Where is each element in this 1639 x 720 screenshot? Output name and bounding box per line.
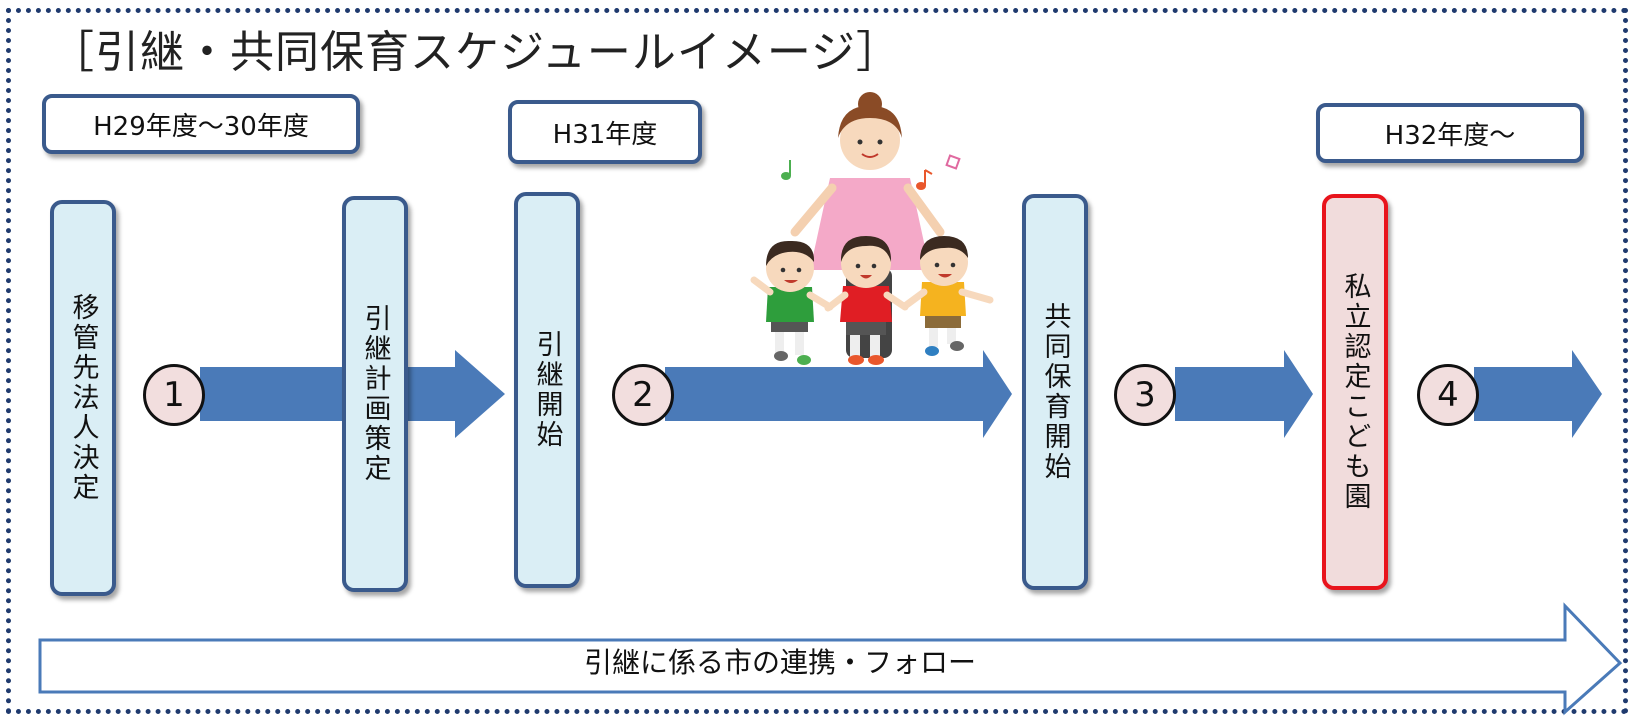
- stage-label: 移管先法人決定: [67, 293, 99, 503]
- step-marker: 2: [612, 364, 674, 426]
- step-marker: 4: [1417, 364, 1479, 426]
- stage-label: 共同保育開始: [1039, 302, 1071, 482]
- step-marker: 1: [143, 364, 205, 426]
- stage-box: 移管先法人決定: [50, 200, 116, 596]
- arrow-step-4: [1474, 350, 1602, 438]
- page-title: ［引継・共同保育スケジュールイメージ］: [50, 27, 902, 78]
- stage-box: 引継開始: [514, 192, 580, 588]
- followup-label: 引継に係る市の連携・フォロー: [583, 646, 976, 679]
- stage-box: 引継計画策定: [342, 196, 408, 592]
- child-figure: [824, 236, 909, 365]
- child-figure: [901, 236, 994, 356]
- period-box: H32年度〜: [1316, 103, 1584, 163]
- diagram-frame: [6, 8, 1628, 714]
- music-note-icon: [781, 154, 961, 190]
- stage-label: 私立認定こども園: [1339, 272, 1371, 512]
- teacher-children-illustration: [750, 92, 994, 365]
- period-box: H29年度〜30年度: [42, 94, 360, 154]
- arrow-step-2: [665, 350, 1012, 438]
- stage-box: 共同保育開始: [1022, 194, 1088, 590]
- followup-arrow: [38, 602, 1623, 716]
- stage-box-highlight: 私立認定こども園: [1322, 194, 1388, 590]
- child-figure: [750, 240, 834, 365]
- stage-label: 引継開始: [531, 330, 563, 450]
- period-box: H31年度: [508, 100, 702, 164]
- arrow-step-3: [1175, 350, 1313, 438]
- stage-label: 引継計画策定: [359, 304, 391, 484]
- step-marker: 3: [1114, 364, 1176, 426]
